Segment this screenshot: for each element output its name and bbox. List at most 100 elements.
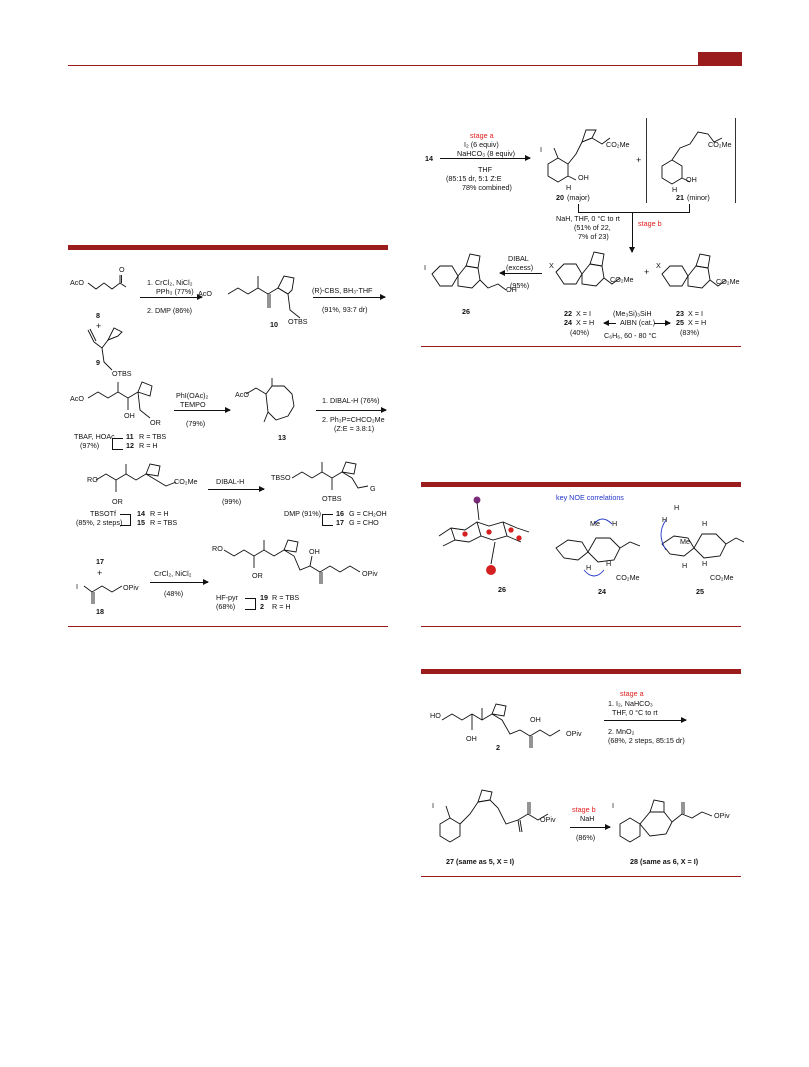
dibal-excess: (excess) xyxy=(506,263,534,272)
stage-a-r2: NaHCO₃ (8 equiv) xyxy=(457,149,516,158)
crystal-label-26: 26 xyxy=(498,585,506,594)
or-label-19: OR xyxy=(252,571,263,580)
compound-21: 21 xyxy=(676,193,684,202)
h-21: H xyxy=(672,185,678,194)
x-label-23: X xyxy=(656,261,661,270)
aco-label: AcO xyxy=(70,278,84,287)
arrow-row1-a xyxy=(140,294,203,300)
row1-step1b: PPh₃ (77%) xyxy=(156,287,194,296)
stage-a-solvent: THF xyxy=(478,165,492,174)
iodo-27: I xyxy=(432,801,434,810)
right-mid-bottom-rule xyxy=(421,626,741,627)
radical-r2: AIBN (cat.) xyxy=(620,318,656,327)
plus-20-21: + xyxy=(636,155,642,165)
row1-cbs-yield: (91%, 93:7 dr) xyxy=(322,305,368,314)
opiv-27: OPiv xyxy=(540,815,556,824)
co2me-21: CO₂Me xyxy=(708,140,732,149)
ho-label-2: HO xyxy=(430,711,441,720)
oh-label-19: OH xyxy=(309,547,320,556)
structure-21 xyxy=(661,131,723,185)
row2-ox-yield: (79%) xyxy=(186,419,206,428)
arrow-row2-a xyxy=(174,407,231,413)
stage-b-yield-bottom: (86%) xyxy=(576,833,596,842)
arrow-stage-a xyxy=(440,155,531,161)
compound-15: 15 xyxy=(137,518,145,527)
noe25-h4: H xyxy=(682,561,688,570)
structure-28 xyxy=(619,799,713,843)
row3-dibal-yield: (99%) xyxy=(222,497,242,506)
noe-structure-24 xyxy=(555,518,641,577)
compound-26: 26 xyxy=(462,307,470,316)
ro-label-19: RO xyxy=(212,544,223,553)
compound-13: 13 xyxy=(278,433,286,442)
structure-13 xyxy=(245,378,295,423)
compound-2: 2 xyxy=(260,602,264,611)
compound-17: 17 xyxy=(336,518,344,527)
co2me-label-14: CO₂Me xyxy=(174,477,198,486)
noe25-me: Me xyxy=(680,537,690,546)
x-label-22: X xyxy=(549,261,554,270)
row3-dibal: DIBAL-H xyxy=(216,477,245,486)
hfpyr-hook-arrow xyxy=(245,598,256,610)
co2me-23: CO₂Me xyxy=(716,277,740,286)
arrow-row1-b xyxy=(313,294,386,300)
stage-b-label-bottom: stage b xyxy=(572,805,596,814)
stage-a-s2b: (68%, 2 steps, 85:15 dr) xyxy=(608,736,685,745)
compound-20: 20 xyxy=(556,193,564,202)
oh-label-2b: OH xyxy=(530,715,541,724)
hfpyr-yield: (68%) xyxy=(216,602,236,611)
tbaf-reagent: TBAF, HOAc xyxy=(74,432,115,441)
arrow-row4 xyxy=(150,579,209,585)
iodo-20: I xyxy=(540,145,542,154)
oh-20: OH xyxy=(578,173,589,182)
tbsotf-hook-arrow xyxy=(120,514,131,526)
compound-25-x: X = H xyxy=(688,318,707,327)
noe-label-25: 25 xyxy=(696,587,704,596)
compound-24: 24 xyxy=(564,318,572,327)
right-mid-top-rule xyxy=(421,482,741,487)
noe-structure-25 xyxy=(660,519,745,559)
stage-a-r1: I₂ (6 equiv) xyxy=(464,140,499,149)
radical-r3: C₆H₆, 60 - 80 °C xyxy=(604,331,657,340)
structure-9 xyxy=(87,327,123,371)
noe24-h1: H xyxy=(612,519,618,528)
compound-24-yield: (40%) xyxy=(570,328,590,337)
ro-label-14: RO xyxy=(87,475,98,484)
radical-r1: (Me₃Si)₃SiH xyxy=(613,309,652,318)
noe25-co2me: CO₂Me xyxy=(710,573,734,582)
aco-label-11: AcO xyxy=(70,394,84,403)
tbso-label: TBSO xyxy=(271,473,291,482)
g-label: G xyxy=(370,484,376,493)
compound-18: 18 xyxy=(96,607,104,616)
compound-11: 11 xyxy=(126,432,134,441)
merge-line xyxy=(578,204,690,213)
compound-16: 16 xyxy=(336,509,344,518)
compound-19-r: R = TBS xyxy=(272,593,300,602)
o-label: O xyxy=(119,265,125,274)
stage-a-ratio: (85:15 dr, 5:1 Z:E xyxy=(446,174,502,183)
arrow-stage-b xyxy=(629,212,635,253)
noe24-me: Me xyxy=(590,519,600,528)
stage-b-yield1: (51% of 22, xyxy=(574,223,611,232)
compound-23: 23 xyxy=(676,309,684,318)
structure-8 xyxy=(87,275,127,290)
dmp-hook-arrow xyxy=(322,514,333,526)
row2-step1: 1. DIBAL-H (76%) xyxy=(322,396,380,405)
right-bottom-top-rule xyxy=(421,669,741,674)
compound-24-x: X = H xyxy=(576,318,595,327)
dibal-yield: (95%) xyxy=(510,281,530,290)
compound-22-x: X = I xyxy=(576,309,591,318)
stage-a-s2: 2. MnO₂ xyxy=(608,727,635,736)
opiv-label-19: OPiv xyxy=(362,569,378,578)
co2me-22: CO₂Me xyxy=(610,275,634,284)
row4-cond-yield: (48%) xyxy=(164,589,184,598)
compound-21-note: (minor) xyxy=(687,193,710,202)
row1-step2: 2. DMP (86%) xyxy=(147,306,193,315)
dmp-reagent: DMP (91%) xyxy=(284,509,322,518)
stage-b-nah: NaH xyxy=(580,814,595,823)
compound-19: 19 xyxy=(260,593,268,602)
arrow-stage-a-bottom xyxy=(604,717,687,723)
stage-b-reagent: NaH, THF, 0 °C to rt xyxy=(556,214,620,223)
noe25-h2: H xyxy=(662,515,668,524)
noe-title: key NOE correlations xyxy=(556,493,624,502)
